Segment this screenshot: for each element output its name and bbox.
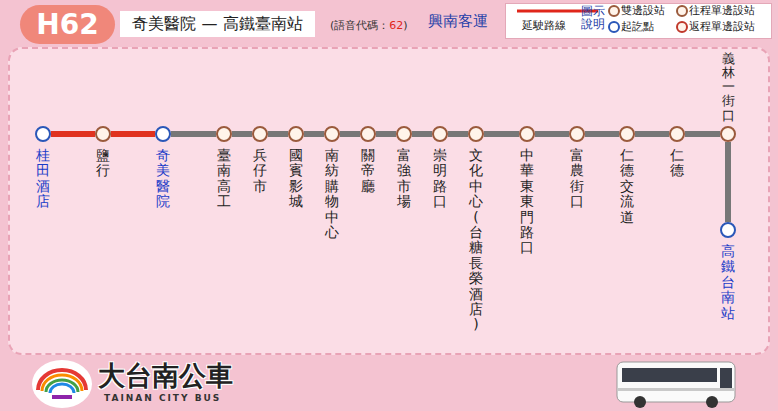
voice-code-text: (語音代碼： xyxy=(330,19,389,32)
bus-stop: 兵仔市 xyxy=(252,126,268,142)
bus-stop: 關帝廳 xyxy=(360,126,376,142)
logo-base xyxy=(52,395,72,399)
logo-text: 大台南公車 xyxy=(98,358,233,394)
route-segment xyxy=(171,131,216,137)
legend-heading: 圖示說明 xyxy=(581,5,607,31)
bus-body xyxy=(617,362,735,402)
bus-stop: 義林一街口 xyxy=(720,126,736,142)
stop-name: 仁德 xyxy=(670,148,684,179)
bus-stop: 中華東東門路口 xyxy=(519,126,535,142)
route-number: H62 xyxy=(20,5,115,44)
stop-name: 仁德交流道 xyxy=(620,148,634,225)
stop-name: 高鐵台南站 xyxy=(721,244,735,321)
bus-stop: 高鐵台南站 xyxy=(720,222,736,238)
route-segment xyxy=(304,131,324,137)
bus-stop: 鹽行 xyxy=(95,126,111,142)
stop-name: 富農街口 xyxy=(570,148,584,210)
stop-name: 南紡購物中心 xyxy=(325,148,339,240)
bus-stop: 南紡購物中心 xyxy=(324,126,340,142)
logo-arc xyxy=(46,380,78,392)
stop-name: 中華東東門路口 xyxy=(520,148,534,256)
stop-name: 桂田酒店 xyxy=(36,148,50,210)
voice-code-text: ) xyxy=(403,19,407,32)
stop-name: 臺南高工 xyxy=(217,148,231,210)
route-segment xyxy=(376,131,396,137)
logo-badge xyxy=(32,360,92,408)
operator-name: 興南客運 xyxy=(428,12,488,31)
bus-stop: 奇美醫院 xyxy=(155,126,171,142)
return-stop-sample xyxy=(677,22,687,32)
outbound-stop-sample xyxy=(677,6,687,16)
route-segment xyxy=(535,131,569,137)
bus-stop: 桂田酒店 xyxy=(35,126,51,142)
route-segment xyxy=(232,131,252,137)
voice-code: (語音代碼：62) xyxy=(330,18,408,33)
route-segment xyxy=(635,131,669,137)
route-segment xyxy=(412,131,432,137)
stop-name: 奇美醫院 xyxy=(156,148,170,210)
legend-text: 起訖點 xyxy=(621,20,654,33)
bus-stop: 富強市場 xyxy=(396,126,412,142)
legend-text: 返程單邊設站 xyxy=(689,20,755,33)
route-segment xyxy=(484,131,519,137)
route-segment xyxy=(340,131,360,137)
bus-stop: 仁德 xyxy=(669,126,685,142)
stop-name: 關帝廳 xyxy=(361,148,375,194)
logo-subtitle: TAINAN CITY BUS xyxy=(104,393,221,403)
bus-stop: 文化中心(台糖長榮酒店) xyxy=(468,126,484,142)
legend-text: 雙邊設站 xyxy=(621,4,665,17)
logo-arc xyxy=(50,384,74,393)
stop-name: 鹽行 xyxy=(96,148,110,179)
map-panel xyxy=(8,47,770,355)
stop-name: 兵仔市 xyxy=(253,148,267,194)
bus-windows xyxy=(622,368,717,382)
stop-name: 富強市場 xyxy=(397,148,411,210)
terminal-sample xyxy=(609,22,619,32)
voice-code-number: 62 xyxy=(389,19,403,32)
stop-name: 崇明路口 xyxy=(433,148,447,210)
stop-name: 文化中心(台糖長榮酒店) xyxy=(469,148,483,333)
route-segment xyxy=(685,131,720,137)
route-segment xyxy=(268,131,288,137)
bus-stop: 仁德交流道 xyxy=(619,126,635,142)
route-segment xyxy=(51,131,95,137)
bus-stripe xyxy=(617,388,735,391)
bus-wheel xyxy=(634,396,646,408)
bus-stop: 國賓影城 xyxy=(288,126,304,142)
bus-door xyxy=(720,368,732,390)
route-segment xyxy=(448,131,468,137)
route-segment xyxy=(725,142,731,222)
stop-name: 國賓影城 xyxy=(289,148,303,210)
route-segment xyxy=(111,131,155,137)
route-title: 奇美醫院 — 高鐵臺南站 xyxy=(120,11,315,37)
bus-stop: 臺南高工 xyxy=(216,126,232,142)
both-side-stop-sample xyxy=(609,6,619,16)
bus-stop: 崇明路口 xyxy=(432,126,448,142)
legend-text: 延駛路線 xyxy=(522,19,566,32)
bus-wheel xyxy=(706,396,718,408)
route-segment xyxy=(585,131,619,137)
stop-name: 義林一街口 xyxy=(722,52,735,123)
legend-text: 往程單邊設站 xyxy=(689,4,755,17)
bus-stop: 富農街口 xyxy=(569,126,585,142)
